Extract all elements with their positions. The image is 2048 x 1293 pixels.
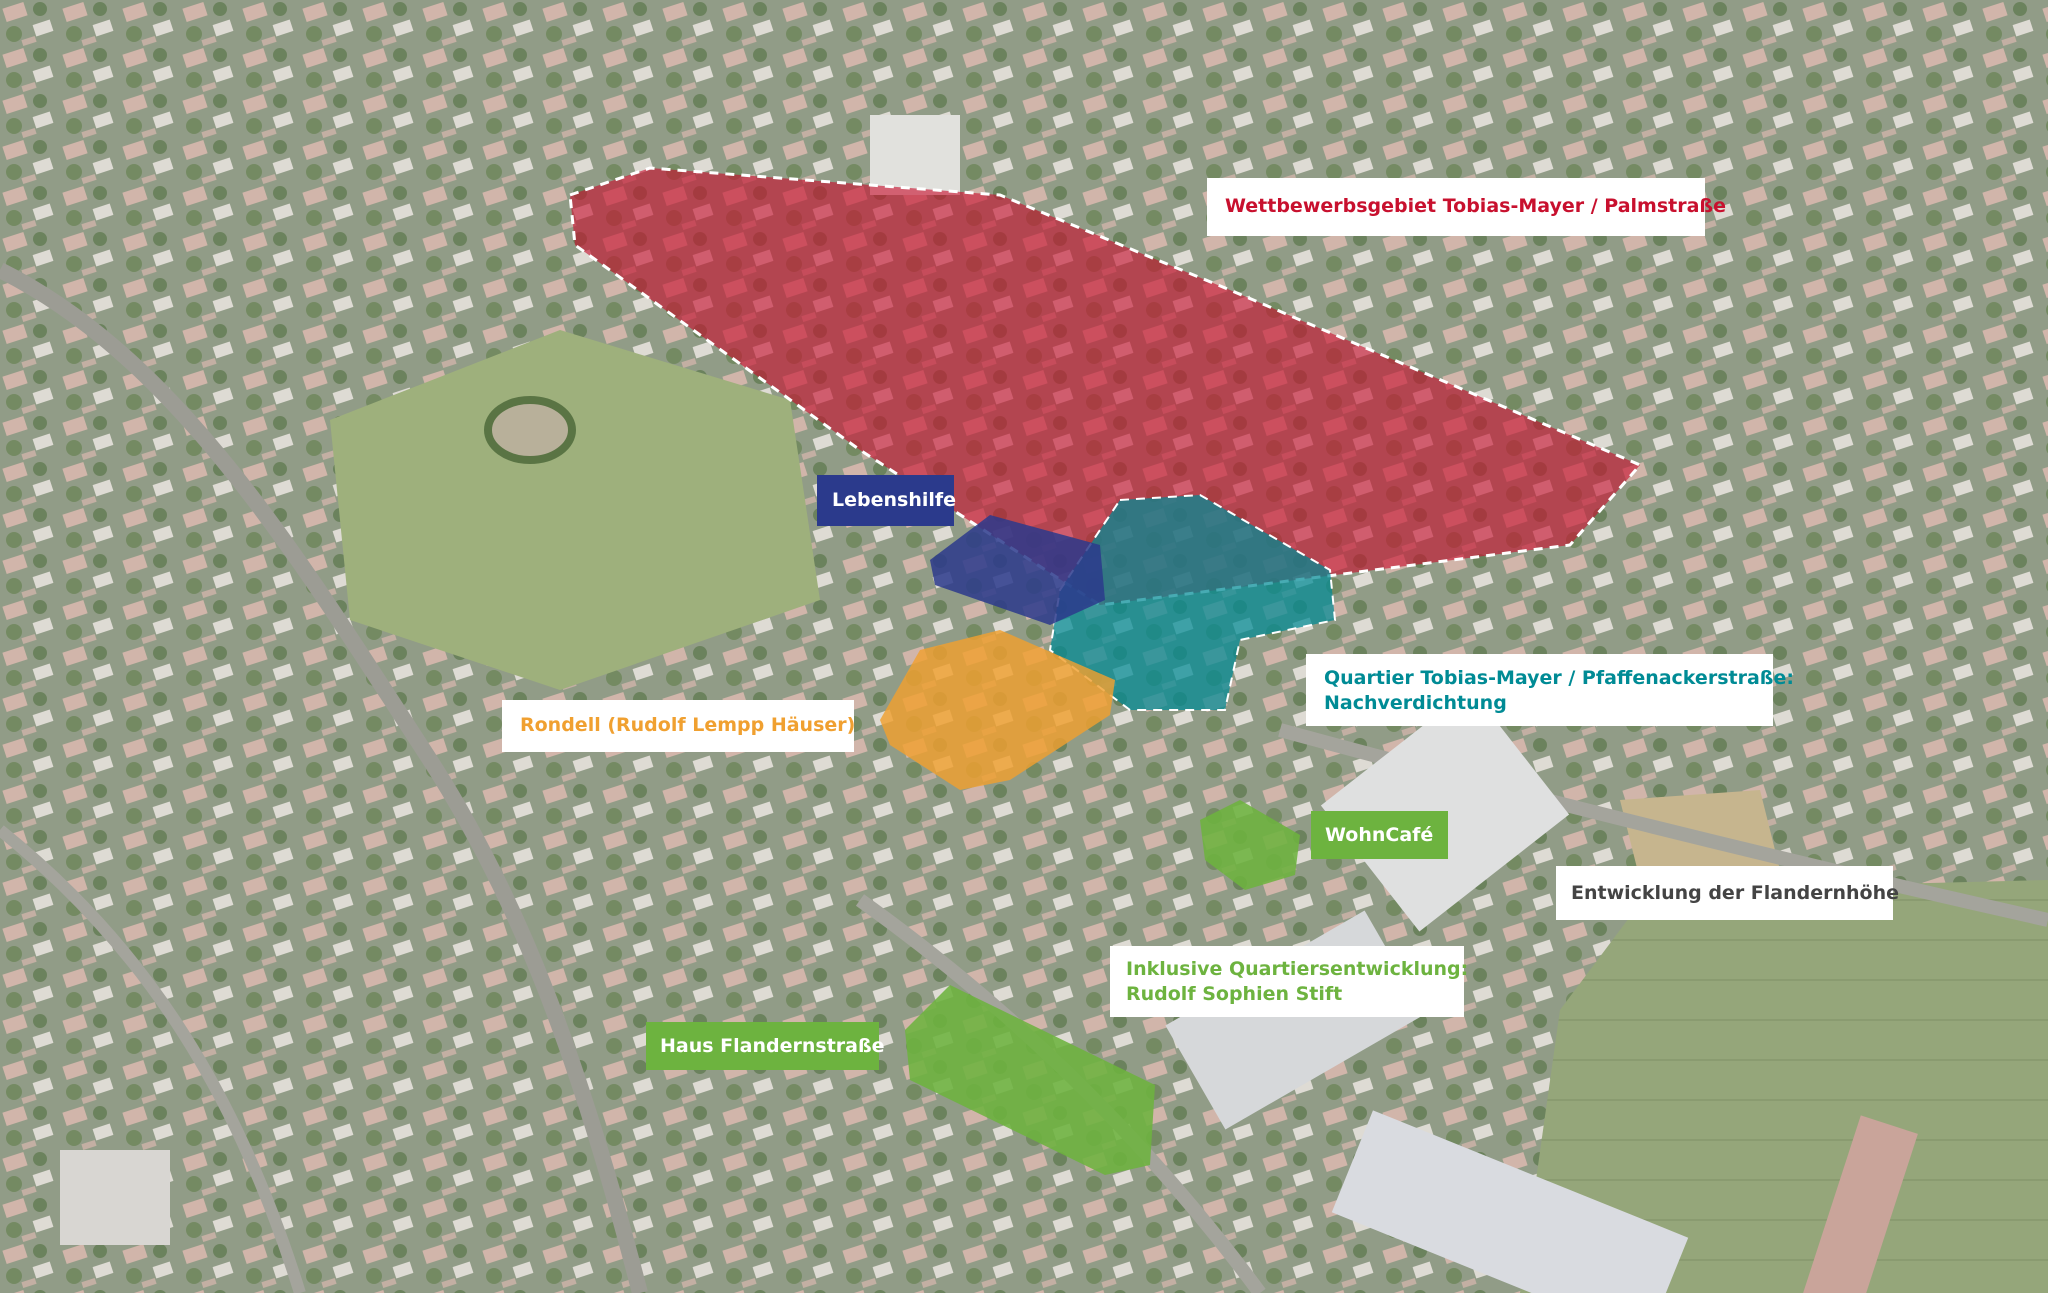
label-quartier: Quartier Tobias-Mayer / Pfaffenackerstra… [1306, 654, 1794, 726]
flat-roof-building [60, 1150, 170, 1245]
highrise-north [870, 115, 960, 195]
label-wohncafe-text: WohnCafé [1325, 824, 1434, 846]
row-house-southeast [1802, 1115, 1918, 1293]
label-competition-area: Wettbewerbsgebiet Tobias-Mayer / Palmstr… [1207, 178, 1726, 236]
rondell-buildings [880, 630, 1115, 790]
road-west [0, 825, 306, 1293]
label-wohncafe: WohnCafé [1311, 811, 1448, 859]
label-rondell-text: Rondell (Rudolf Lempp Häuser) [520, 714, 856, 736]
flandernhoehe-field [1520, 880, 2048, 1293]
label-haus-flandernstrasse: Haus Flandernstraße [646, 1022, 885, 1070]
label-quartier-line1: Quartier Tobias-Mayer / Pfaffenackerstra… [1324, 667, 1794, 689]
label-flandernhoehe: Entwicklung der Flandernhöhe [1556, 866, 1899, 920]
label-sophien-line1: Inklusive Quartiersentwicklung: [1126, 958, 1469, 980]
label-rondell: Rondell (Rudolf Lempp Häuser) [502, 700, 856, 752]
apartment-block [1320, 688, 1570, 932]
label-sophien-stift: Inklusive Quartiersentwicklung: Rudolf S… [1110, 946, 1469, 1017]
label-quartier-line2: Nachverdichtung [1324, 691, 1507, 714]
lebenshilfe-buildings [930, 515, 1105, 625]
apartment-block-southeast [1331, 1110, 1689, 1293]
competition-area-overlay [568, 166, 1643, 607]
road-east [1278, 723, 2048, 927]
wohncafe-building [1200, 800, 1300, 890]
label-flandernhoehe-text: Entwicklung der Flandernhöhe [1571, 882, 1900, 904]
main-road [0, 262, 648, 1293]
park-fountain [484, 396, 576, 464]
label-lebenshilfe-text: Lebenshilfe [832, 489, 957, 511]
label-haus-flandern-text: Haus Flandernstraße [660, 1035, 885, 1057]
park [330, 330, 820, 690]
label-lebenshilfe: Lebenshilfe [817, 475, 957, 526]
haus-flandernstrasse-building [905, 985, 1155, 1175]
label-competition-text: Wettbewerbsgebiet Tobias-Mayer / Palmstr… [1225, 195, 1726, 217]
label-sophien-line2: Rudolf Sophien Stift [1126, 982, 1343, 1005]
